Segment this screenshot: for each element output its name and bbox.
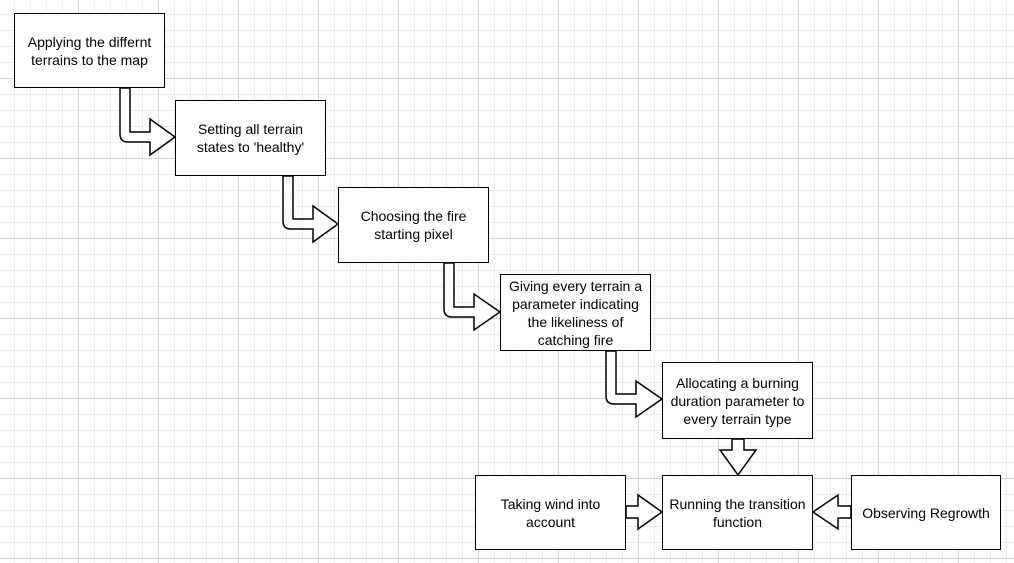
arrow-step4-to-step5: [605, 350, 664, 419]
transition-function-node: Running the transition function: [662, 475, 813, 550]
arrow-step2-to-step3: [282, 175, 340, 244]
arrow-step1-to-step2: [119, 87, 177, 157]
arrow-step3-to-step4: [443, 262, 502, 332]
step-catch-fire-parameter: Giving every terrain a parameter indicat…: [500, 274, 651, 351]
step-set-healthy-states: Setting all terrain states to 'healthy': [175, 100, 326, 176]
step-choose-start-pixel: Choosing the fire starting pixel: [338, 187, 489, 263]
step-burning-duration: Allocating a burning duration parameter …: [662, 362, 813, 439]
wind-node: Taking wind into account: [475, 475, 626, 550]
arrow-regrowth-to-transition: [811, 493, 852, 531]
arrow-step5-to-transition: [718, 438, 758, 477]
regrowth-node: Observing Regrowth: [851, 475, 1001, 550]
arrow-wind-to-transition: [625, 493, 664, 531]
step-apply-terrains: Applying the differnt terrains to the ma…: [14, 13, 165, 88]
